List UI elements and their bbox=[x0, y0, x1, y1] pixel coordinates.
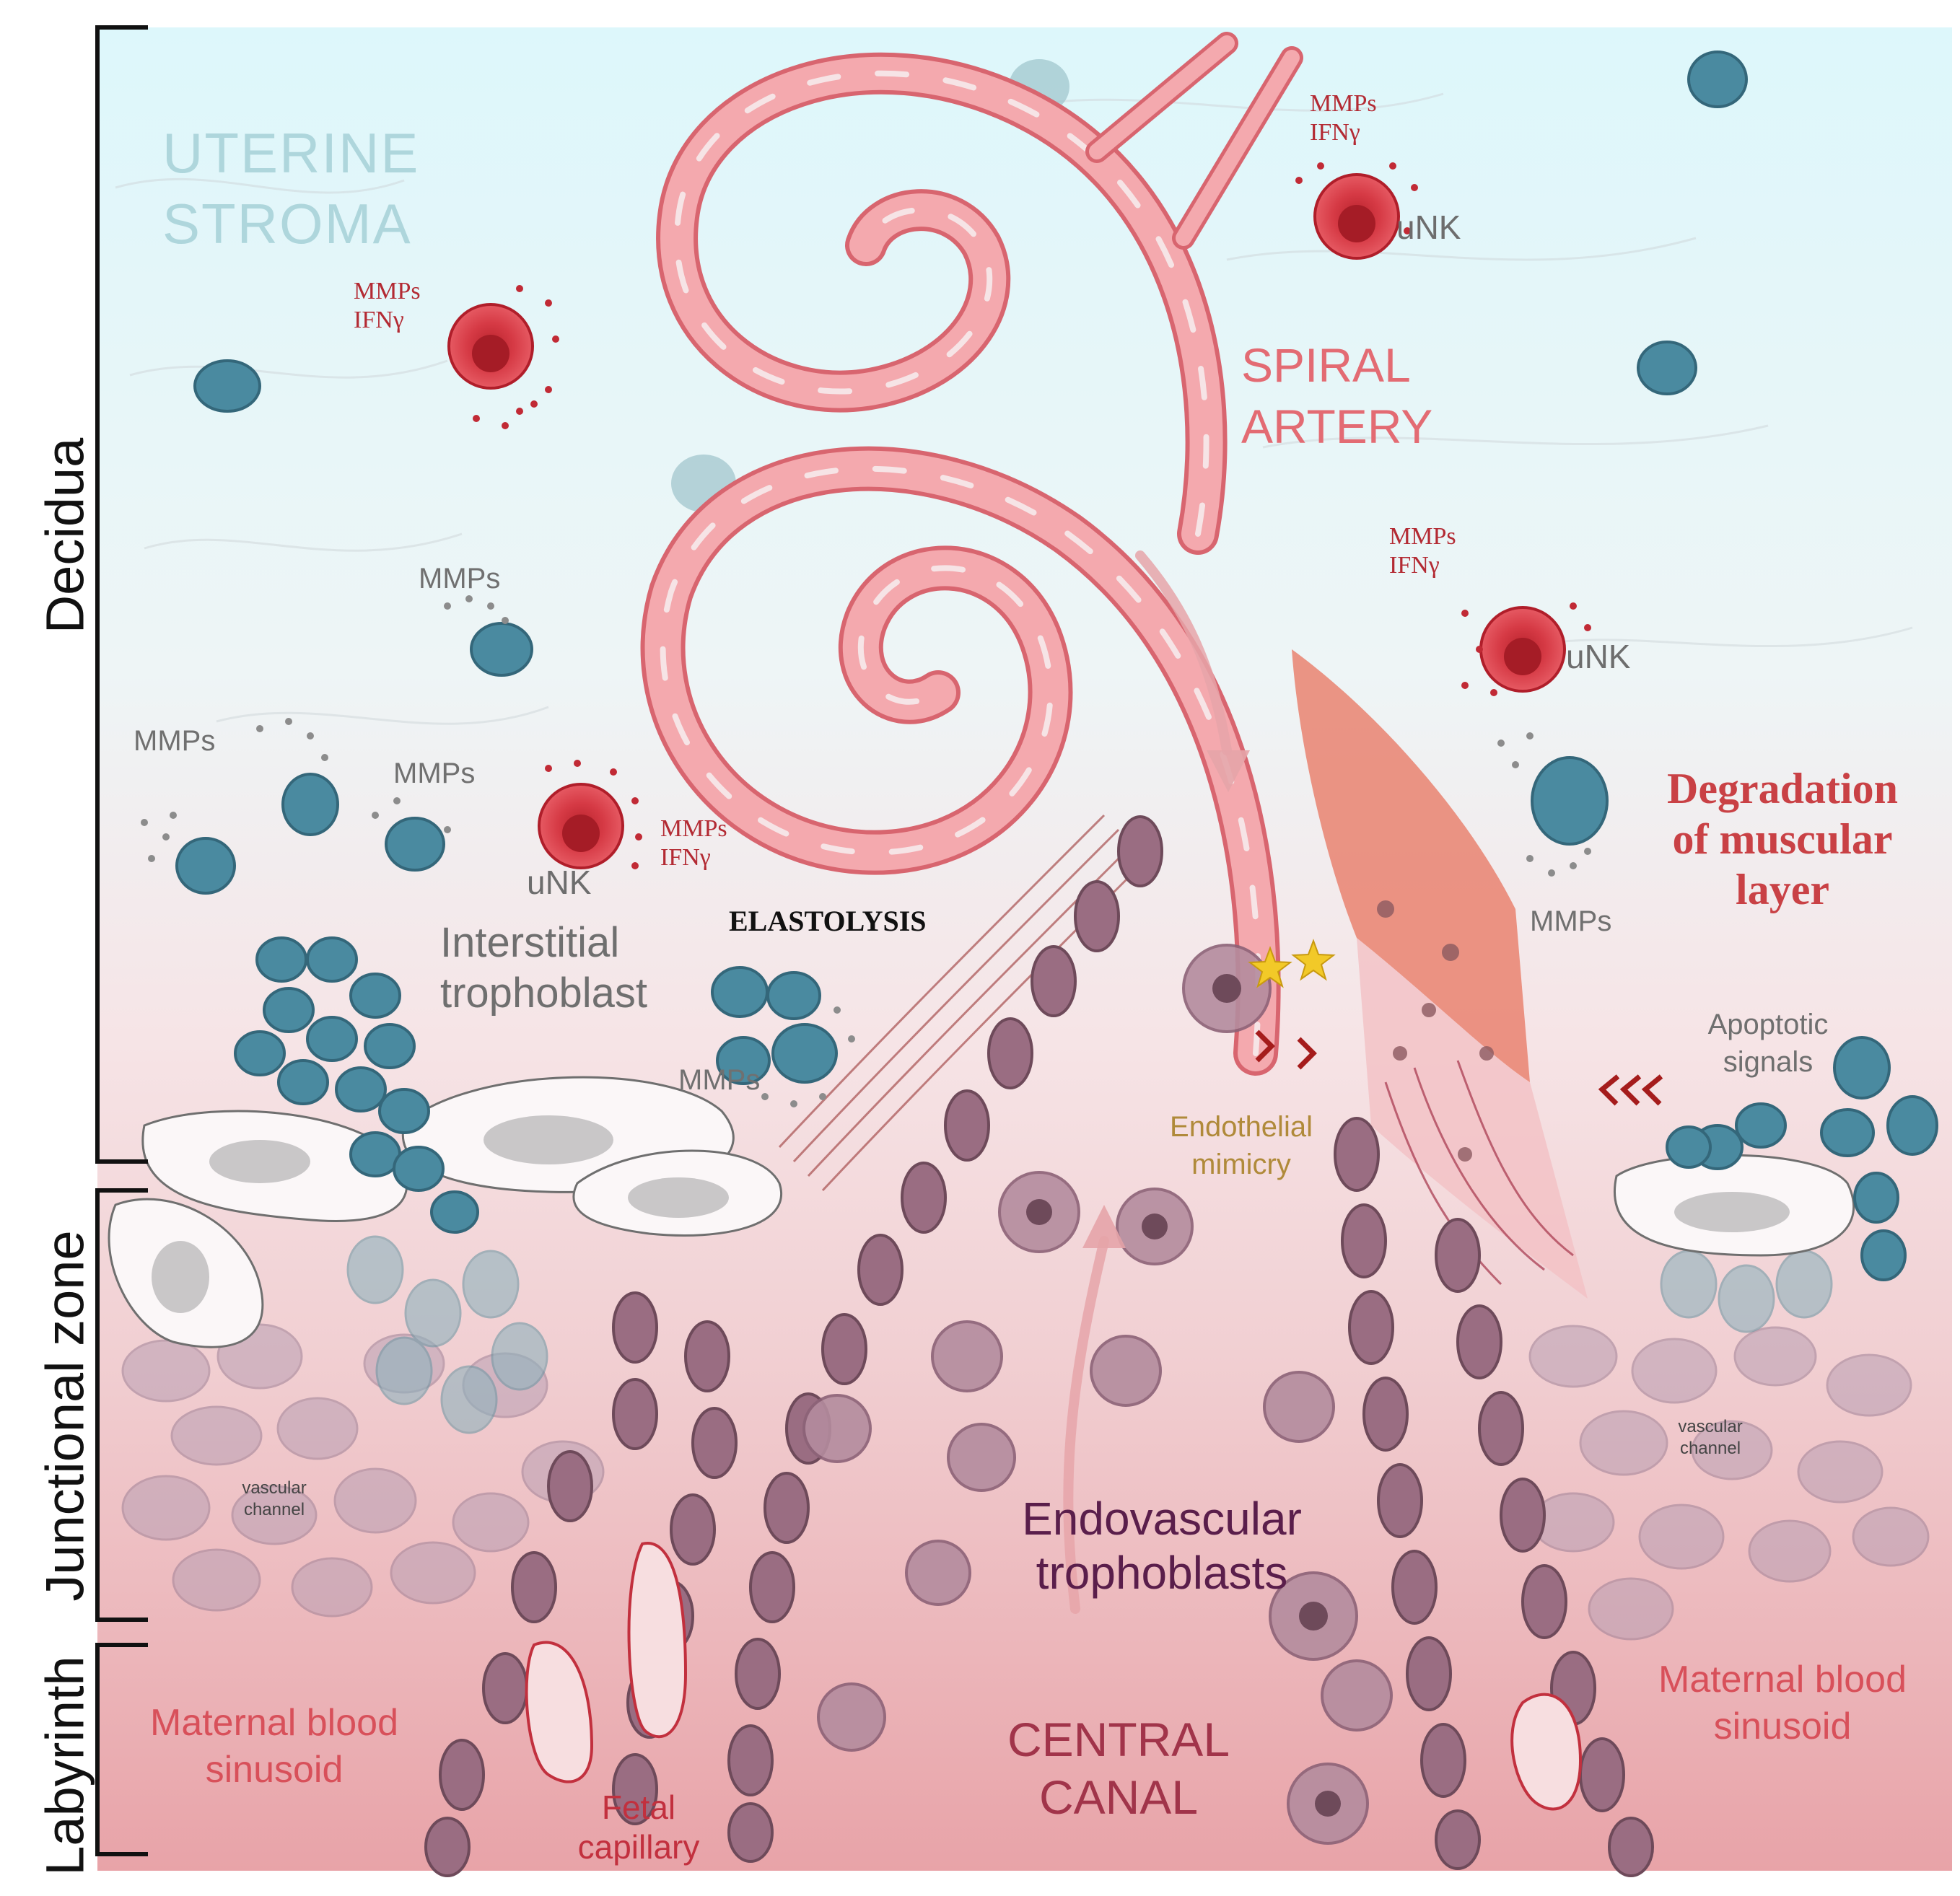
unk4-label: uNK bbox=[527, 864, 592, 901]
label-stroma: STROMA bbox=[162, 192, 412, 255]
unk1-mmps: MMPs bbox=[354, 278, 421, 304]
unk-cell-3 bbox=[1461, 602, 1591, 696]
zone-label-labyrinth: Labyrinth bbox=[35, 1656, 95, 1876]
mmps-label-1: MMPs bbox=[419, 563, 501, 594]
unk2-label: uNK bbox=[1396, 209, 1461, 246]
unk-cell-2 bbox=[1295, 162, 1418, 260]
faint-blue-cells bbox=[346, 1235, 1833, 1434]
giant-cell-nuclei bbox=[152, 1115, 1790, 1313]
label-fetal: Fetal bbox=[601, 1789, 676, 1826]
label-endovascular-trophoblasts: trophoblasts bbox=[1036, 1547, 1288, 1599]
stars bbox=[1248, 939, 1336, 988]
unk3-label: uNK bbox=[1566, 638, 1631, 675]
label-maternal-left-1: Maternal blood bbox=[150, 1702, 398, 1744]
spiral-artery bbox=[640, 32, 1303, 1076]
unk2-ifn: IFNγ bbox=[1310, 119, 1360, 146]
mmps-label-5: MMPs bbox=[1530, 905, 1612, 937]
label-channel-right: channel bbox=[1679, 1439, 1741, 1458]
label-endovascular: Endovascular bbox=[1022, 1493, 1302, 1545]
unk4-mmps: MMPs bbox=[660, 815, 727, 842]
label-maternal-left-2: sinusoid bbox=[205, 1749, 344, 1791]
label-maternal-right-2: sinusoid bbox=[1713, 1706, 1852, 1747]
unk3-ifn: IFNγ bbox=[1389, 552, 1440, 579]
trophoblast-nuclei bbox=[1026, 974, 1341, 1817]
label-trophoblast: trophoblast bbox=[440, 970, 647, 1017]
label-uterine: UTERINE bbox=[162, 121, 420, 185]
label-central: CENTRAL bbox=[1007, 1713, 1230, 1766]
label-vascular-right: vascular bbox=[1678, 1417, 1743, 1436]
zone-label-junctional: Junctional zone bbox=[35, 1230, 95, 1602]
stroma-fibres bbox=[115, 92, 1913, 725]
label-maternal-right-1: Maternal blood bbox=[1658, 1659, 1907, 1700]
label-degradation-2: of muscular bbox=[1672, 815, 1893, 863]
mmps-label-3: MMPs bbox=[393, 758, 476, 789]
label-signals: signals bbox=[1723, 1046, 1814, 1078]
label-spiral: SPIRAL bbox=[1241, 338, 1411, 392]
label-apoptotic: Apoptotic bbox=[1707, 1009, 1829, 1040]
flow-arrows bbox=[1063, 550, 1232, 1614]
muscular-layer-degradation bbox=[1292, 649, 1588, 1299]
unk1-ifn: IFNγ bbox=[354, 307, 404, 333]
label-interstitial: Interstitial bbox=[440, 919, 620, 966]
label-vascular-left: vascular bbox=[242, 1478, 307, 1498]
label-capillary: capillary bbox=[577, 1828, 700, 1866]
unk-cell-1 bbox=[447, 285, 559, 429]
unk3-mmps: MMPs bbox=[1389, 523, 1456, 550]
unk-cell-4 bbox=[538, 760, 642, 869]
apoptotic-signal-arrows bbox=[1255, 1030, 1663, 1106]
label-degradation-1: Degradation bbox=[1667, 765, 1898, 812]
fetal-capillaries bbox=[525, 1542, 1583, 1811]
label-mimicry: mimicry bbox=[1191, 1149, 1291, 1180]
zone-label-decidua: Decidua bbox=[35, 437, 95, 634]
label-endothelial: Endothelial bbox=[1170, 1111, 1313, 1143]
label-artery: ARTERY bbox=[1241, 400, 1433, 453]
unk4-ifn: IFNγ bbox=[660, 844, 711, 871]
decidual-blue-cells bbox=[175, 51, 1938, 1281]
arrowheads bbox=[1082, 750, 1250, 1248]
label-elastolysis: ELASTOLYSIS bbox=[729, 905, 927, 937]
label-canal: CANAL bbox=[1038, 1770, 1199, 1824]
unk2-mmps: MMPs bbox=[1310, 90, 1377, 117]
zone-brackets bbox=[95, 25, 148, 1856]
mmps-label-4: MMPs bbox=[678, 1064, 761, 1096]
label-degradation-3: layer bbox=[1736, 866, 1829, 913]
label-channel-left: channel bbox=[243, 1500, 305, 1519]
mmps-label-2: MMPs bbox=[134, 725, 216, 757]
mmp-dots bbox=[141, 595, 1591, 1107]
